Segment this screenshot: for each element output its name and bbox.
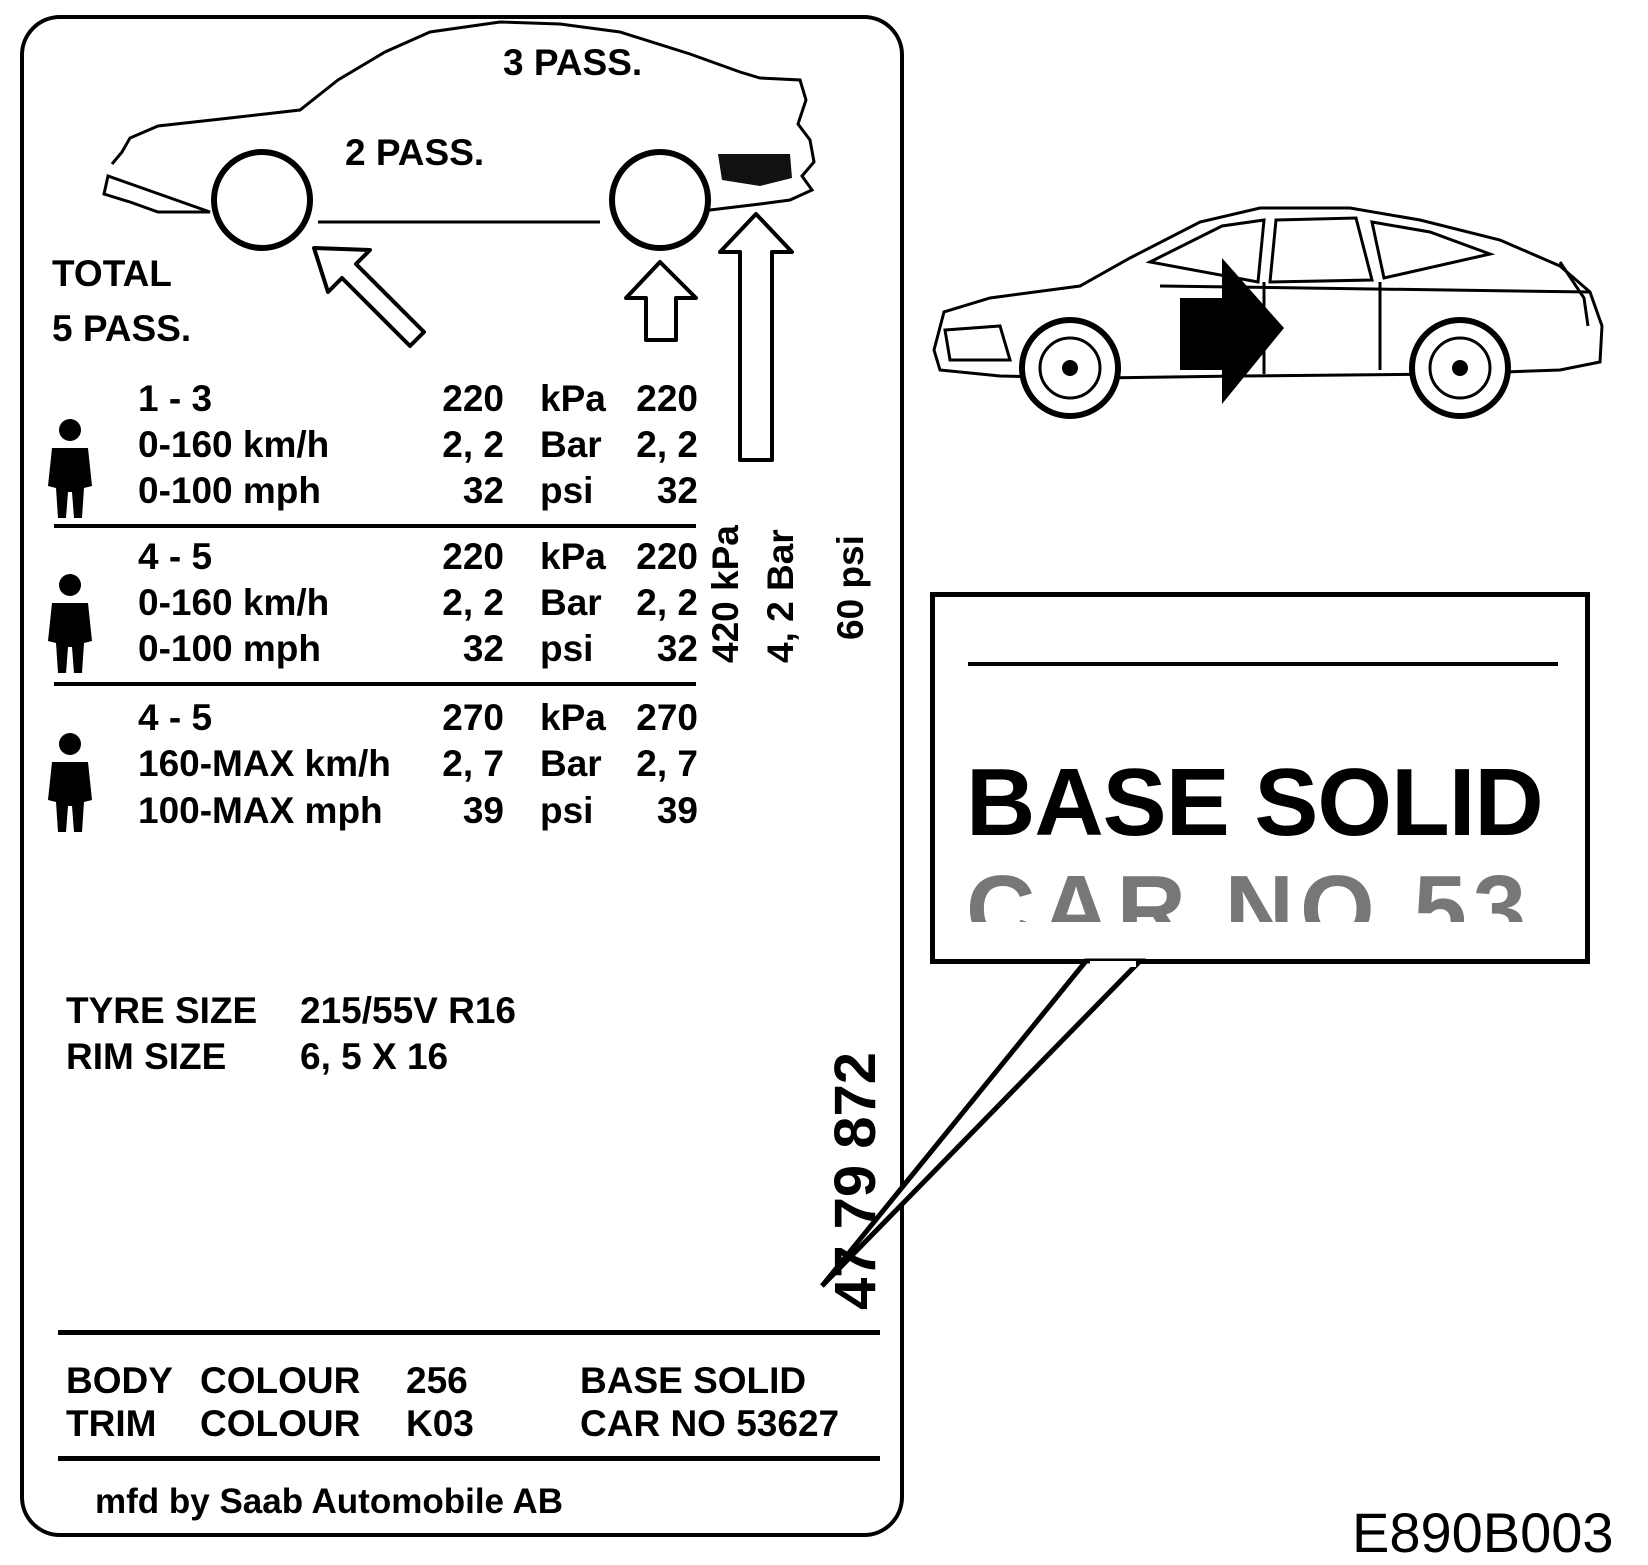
- front-wheel-arrow: [624, 260, 698, 342]
- front-pressure: 2, 2: [442, 424, 504, 465]
- front-pressure: 2, 2: [442, 582, 504, 623]
- sedan-rear-wheel: [1409, 317, 1511, 419]
- group-divider: [54, 524, 696, 528]
- front-pressure: 39: [462, 790, 504, 831]
- speed-mph: 0-100 mph: [138, 470, 322, 511]
- rear-pressure: 32: [656, 470, 698, 511]
- front-pressure: 2, 7: [442, 743, 504, 784]
- unit: kPa: [540, 697, 606, 738]
- colour-section-bottom-rule: [58, 1456, 880, 1461]
- rim-size-value: 6, 5 X 16: [300, 1036, 449, 1077]
- person-icon: [48, 419, 92, 518]
- rear-pressure: 39: [656, 790, 698, 831]
- rear-pressure: 32: [656, 628, 698, 669]
- group-label: 4 - 5: [138, 536, 213, 577]
- callout-car-number: CAR NO 53: [966, 862, 1533, 922]
- speed-mph: 0-100 mph: [138, 628, 322, 669]
- callout-car-number-clip: CAR NO 53: [966, 862, 1596, 922]
- front-passengers-text: PASS.: [375, 132, 485, 173]
- person-icon: [48, 574, 92, 673]
- unit: psi: [540, 628, 594, 669]
- colour-section-top-rule: [58, 1330, 880, 1335]
- unit: kPa: [540, 536, 606, 577]
- colour-word: COLOUR: [200, 1403, 361, 1444]
- colour-word: COLOUR: [200, 1360, 361, 1401]
- callout-base-solid: BASE SOLID: [966, 749, 1544, 856]
- tail-lamp: [718, 154, 792, 186]
- unit: psi: [540, 470, 594, 511]
- tyre-size-value: 215/55V R16: [300, 990, 517, 1031]
- rear-pressure: 2, 2: [636, 582, 698, 623]
- label-location-arrow: [1180, 258, 1284, 404]
- body-label: BODY: [66, 1360, 173, 1401]
- tyre-pressure-label: [20, 15, 904, 1537]
- unit: Bar: [540, 424, 602, 465]
- group-divider: [54, 682, 696, 686]
- front-passengers-num: 2: [345, 132, 366, 173]
- speed-kmh: 160-MAX km/h: [138, 743, 391, 784]
- unit: psi: [540, 790, 594, 831]
- rear-pressure: 220: [636, 536, 698, 577]
- rear-pressure: 220: [636, 378, 698, 419]
- figure-code: E890B003: [1352, 1501, 1614, 1564]
- unit: kPa: [540, 378, 606, 419]
- tyre-size-label: TYRE SIZE: [66, 990, 258, 1031]
- front-pressure: 32: [462, 628, 504, 669]
- body-colour-code: 256: [406, 1360, 468, 1401]
- total-passengers: 5 PASS.: [52, 308, 192, 349]
- rear-pressure: 2, 7: [636, 743, 698, 784]
- group-label: 4 - 5: [138, 697, 213, 738]
- front-pressure: 220: [442, 378, 504, 419]
- sedan-front-wheel: [1019, 317, 1121, 419]
- rear-pressure: 270: [636, 697, 698, 738]
- spare-tyre-arrow: [718, 212, 794, 462]
- trim-label: TRIM: [66, 1403, 157, 1444]
- unit: Bar: [540, 743, 602, 784]
- car-number: CAR NO 53627: [580, 1403, 840, 1444]
- person-icon: [48, 733, 92, 832]
- unit: Bar: [540, 582, 602, 623]
- speed-mph: 100-MAX mph: [138, 790, 383, 831]
- base-solid-label: BASE SOLID: [580, 1360, 807, 1401]
- front-pressure: 270: [442, 697, 504, 738]
- manufacturer-text: mfd by Saab Automobile AB: [95, 1482, 563, 1521]
- front-wheel: [609, 149, 711, 251]
- rear-wheel-arrow: [312, 246, 426, 348]
- car-outline: [102, 20, 816, 214]
- front-pressure: 32: [462, 470, 504, 511]
- trim-colour-code: K03: [406, 1403, 474, 1444]
- rear-pressure: 2, 2: [636, 424, 698, 465]
- callout-rule: [968, 662, 1558, 666]
- rim-size-label: RIM SIZE: [66, 1036, 227, 1077]
- speed-kmh: 0-160 km/h: [138, 582, 330, 623]
- rear-passengers-label: 3 PASS.: [503, 42, 643, 83]
- rear-wheel: [211, 149, 313, 251]
- front-pressure: 220: [442, 536, 504, 577]
- total-label: TOTAL: [52, 253, 172, 294]
- front-passengers-label: 2 PASS.: [345, 132, 484, 174]
- speed-kmh: 0-160 km/h: [138, 424, 330, 465]
- label-callout-box: [930, 592, 1590, 964]
- group-label: 1 - 3: [138, 378, 213, 419]
